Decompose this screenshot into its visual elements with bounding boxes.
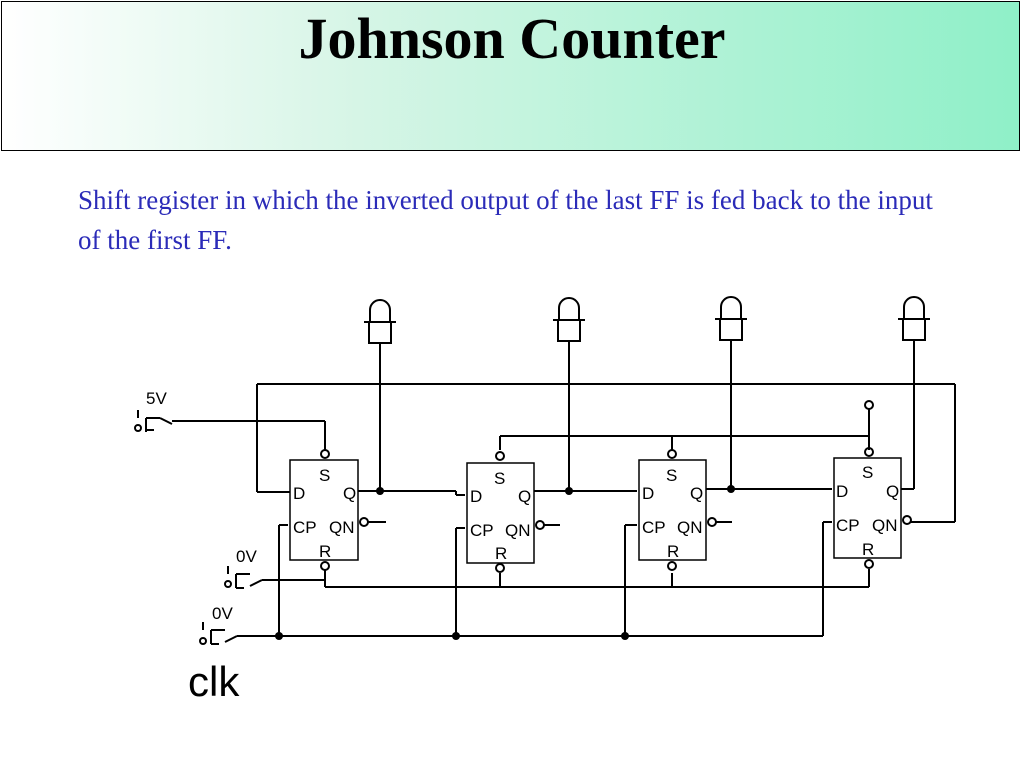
ff1-qn-label: QN (329, 518, 355, 537)
ff3-set-label: S (666, 466, 677, 485)
ff2-d-label: D (470, 487, 482, 506)
ff4-d-label: D (836, 482, 848, 501)
set-bus-wire (324, 412, 870, 450)
clock-junction-2 (452, 632, 460, 640)
led-tap-wires (379, 340, 915, 491)
ff3-cp-label: CP (642, 518, 666, 537)
ff1-q-label: Q (343, 484, 356, 503)
ff1-set-label: S (319, 466, 330, 485)
ff3-q-label: Q (690, 484, 703, 503)
gnd-label-reset: 0V (236, 547, 257, 566)
clock-switch[interactable] (199, 622, 248, 645)
vcc-switch[interactable] (134, 410, 325, 432)
gnd-label-clock: 0V (212, 604, 233, 623)
flip-flop-3 (638, 449, 732, 571)
flip-flop-1 (288, 449, 386, 571)
flip-flop-2 (466, 451, 560, 573)
ff2-qn-label: QN (505, 521, 531, 540)
output-led-2 (553, 297, 585, 342)
ff1-reset-label: R (319, 542, 331, 561)
ff4-cp-label: CP (836, 516, 860, 535)
page-title: Johnson Counter (298, 6, 726, 71)
ff1-cp-label: CP (293, 518, 317, 537)
clock-bus-wire (248, 521, 832, 637)
feedback-wire (256, 383, 956, 523)
ff2-q-label: Q (518, 487, 531, 506)
output-led-3 (715, 296, 747, 341)
ff2-reset-label: R (495, 544, 507, 563)
output-led-4 (898, 296, 930, 341)
reset-bus-wire (275, 569, 870, 588)
shift-wires (358, 488, 832, 496)
ff2-set-label: S (494, 469, 505, 488)
ff3-reset-label: R (667, 542, 679, 561)
flip-flop-4 (833, 400, 912, 569)
ff2-cp-label: CP (470, 521, 494, 540)
ff3-qn-label: QN (677, 518, 703, 537)
output-led-1 (364, 299, 396, 344)
title-banner (1, 1, 1020, 151)
vcc-label: 5V (146, 389, 167, 408)
ff3-d-label: D (642, 484, 654, 503)
clock-junction-1 (275, 632, 283, 640)
ff4-set-label: S (862, 463, 873, 482)
ff4-reset-label: R (862, 540, 874, 559)
ff4-qn-label: QN (872, 516, 898, 535)
reset-switch[interactable] (224, 566, 275, 589)
clock-junction-3 (621, 632, 629, 640)
ff4-q-label: Q (886, 482, 899, 501)
clock-label: clk (188, 658, 240, 705)
ff1-d-label: D (293, 484, 305, 503)
description-text: Shift register in which the inverted out… (78, 185, 933, 255)
